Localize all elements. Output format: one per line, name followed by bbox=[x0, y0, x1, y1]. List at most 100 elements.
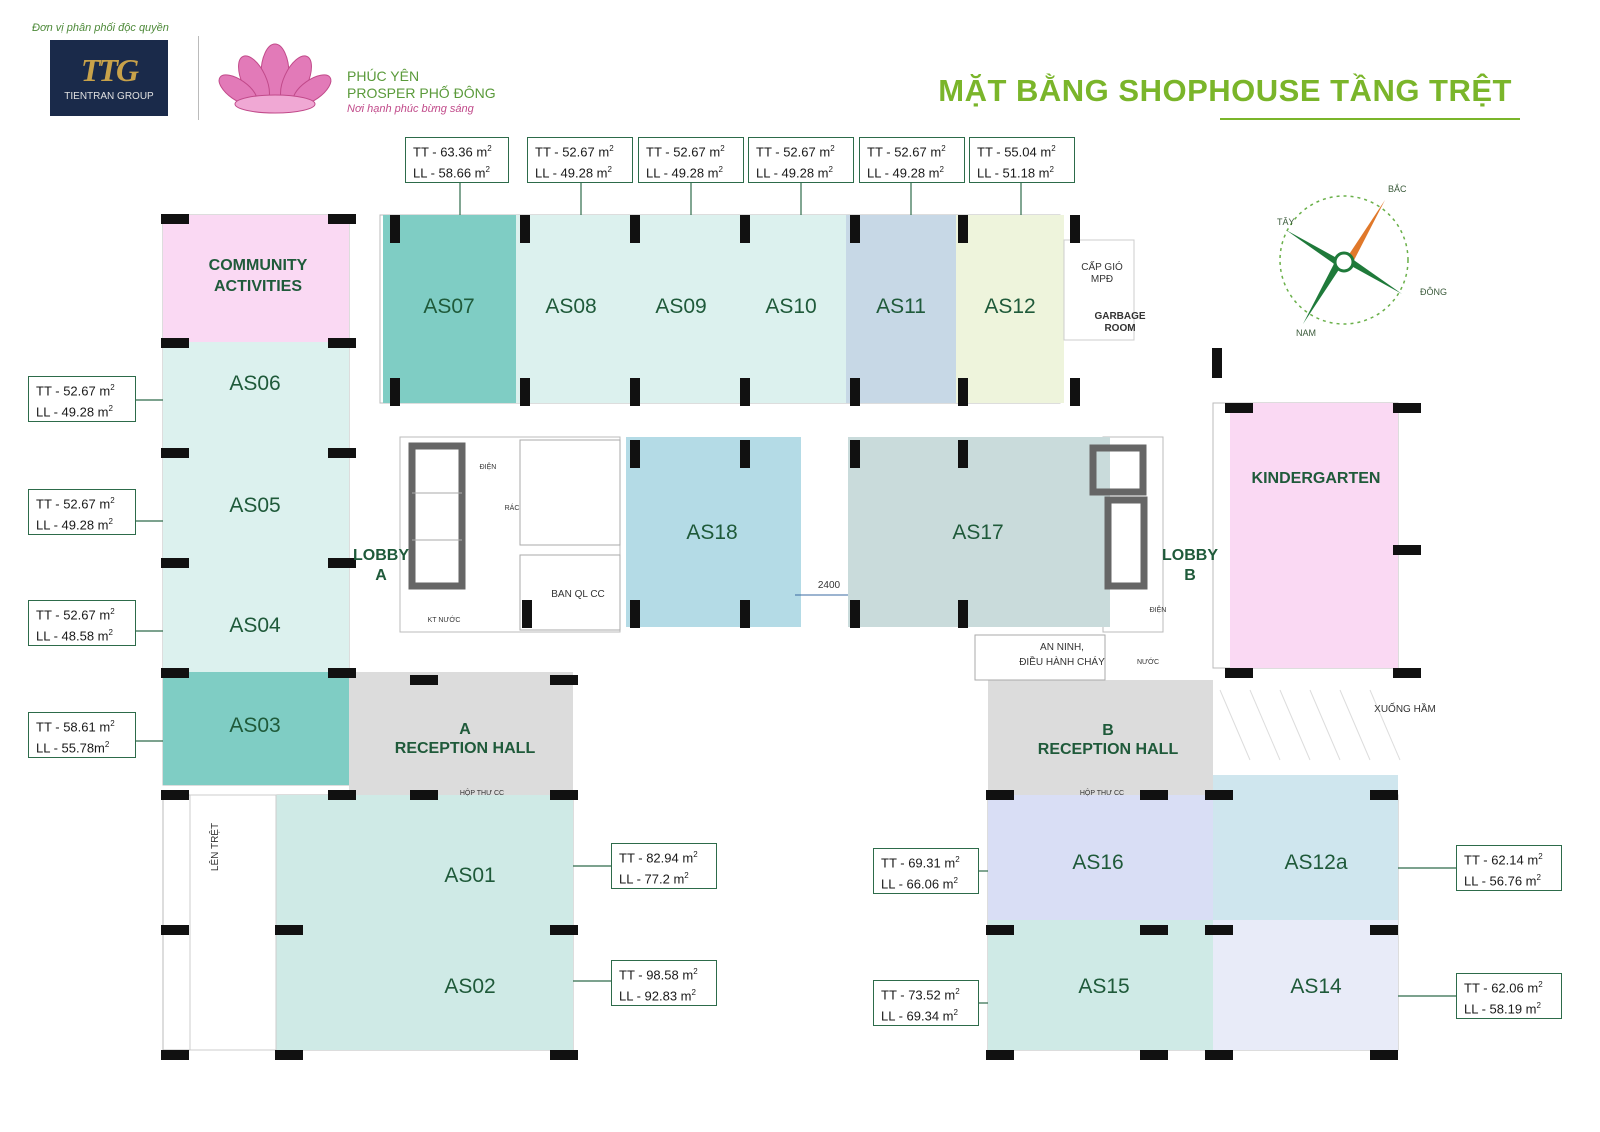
unit-label-as12a: AS12a bbox=[1284, 851, 1347, 874]
lobby-b-label-1: LOBBY bbox=[1162, 547, 1218, 564]
an-ninh-label-1: AN NINH, bbox=[1040, 642, 1084, 653]
area-box-as15: TT - 73.52 m2 LL - 69.34 m2 bbox=[873, 980, 979, 1026]
unit-label-as14: AS14 bbox=[1290, 975, 1342, 998]
area-box-as16: TT - 69.31 m2 LL - 66.06 m2 bbox=[873, 848, 979, 894]
len-tret-label: LÊN TRỆT bbox=[208, 823, 221, 871]
area-tt-as10: TT - 52.67 m bbox=[756, 144, 831, 160]
ban-ql-label: BAN QL CC bbox=[551, 589, 605, 600]
unit-label-as07: AS07 bbox=[423, 295, 474, 318]
area-box-as01: TT - 82.94 m2 LL - 77.2 m2 bbox=[611, 843, 717, 889]
structural-columns bbox=[161, 214, 1421, 1060]
dimension-2400: 2400 bbox=[818, 580, 841, 591]
community-label-2: ACTIVITIES bbox=[214, 278, 302, 295]
garbage-label-2: ROOM bbox=[1104, 323, 1135, 334]
unit-as04 bbox=[163, 562, 349, 672]
unit-label-as12: AS12 bbox=[984, 295, 1035, 318]
garbage-label-1: GARBAGE bbox=[1094, 311, 1145, 322]
cap-gio-label-2: MPĐ bbox=[1091, 274, 1113, 285]
logo-divider bbox=[198, 36, 199, 120]
unit-as05 bbox=[163, 452, 349, 562]
hop-thu-a-label: HỘP THƯ CC bbox=[460, 788, 504, 797]
area-tt-as09: TT - 52.67 m bbox=[646, 144, 721, 160]
community-label-1: COMMUNITY bbox=[209, 257, 308, 274]
area-ll-as08: LL - 49.28 m bbox=[535, 165, 608, 181]
compass-east: ĐÔNG bbox=[1420, 287, 1447, 297]
hall-b-letter: B bbox=[1102, 722, 1114, 739]
unit-label-as02: AS02 bbox=[444, 975, 495, 998]
lobby-a-label-1: LOBBY bbox=[353, 547, 409, 564]
area-tt-as06: TT - 52.67 m bbox=[36, 383, 111, 399]
area-ll-as15: LL - 69.34 m bbox=[881, 1008, 954, 1024]
area-ll-as02: LL - 92.83 m bbox=[619, 988, 692, 1004]
area-tt-as04: TT - 52.67 m bbox=[36, 607, 111, 623]
nuoc-label: NƯỚC bbox=[1137, 657, 1159, 666]
kt-nuoc-label: KT NƯỚC bbox=[428, 615, 461, 624]
area-tt-as07: TT - 63.36 m bbox=[413, 144, 488, 160]
area-box-as14: TT - 62.06 m2 LL - 58.19 m2 bbox=[1456, 973, 1562, 1019]
area-ll-as14: LL - 58.19 m bbox=[1464, 1001, 1537, 1017]
brand-name-line2: PROSPER PHỐ ĐÔNG bbox=[347, 85, 496, 101]
unit-as10 bbox=[736, 215, 846, 403]
lotus-logo-icon bbox=[218, 43, 332, 114]
area-ll-as12a: LL - 56.76 m bbox=[1464, 873, 1537, 889]
distributor-label: Đơn vị phân phối độc quyền bbox=[32, 22, 169, 34]
area-ll-as16: LL - 66.06 m bbox=[881, 876, 954, 892]
ramp-len-tret bbox=[189, 794, 277, 1051]
compass-west: TÂY bbox=[1277, 217, 1295, 227]
unit-label-as05: AS05 bbox=[229, 494, 280, 517]
unit-as08 bbox=[516, 215, 626, 403]
unit-as15 bbox=[988, 920, 1213, 1050]
area-box-as07: TT - 63.36 m2 LL - 58.66 m2 bbox=[405, 137, 509, 183]
unit-label-as15: AS15 bbox=[1078, 975, 1129, 998]
unit-as12a bbox=[1213, 775, 1398, 920]
unit-as06 bbox=[163, 342, 349, 452]
area-box-as11: TT - 52.67 m2 LL - 49.28 m2 bbox=[859, 137, 965, 183]
hop-thu-b-label: HỘP THƯ CC bbox=[1080, 788, 1124, 797]
area-tt-as05: TT - 52.67 m bbox=[36, 496, 111, 512]
dien-b-label: ĐIỆN bbox=[1150, 605, 1167, 614]
xuong-ham-label: XUỐNG HẦM bbox=[1374, 701, 1436, 715]
lobby-b-label-2: B bbox=[1184, 567, 1196, 584]
area-ll-as04: LL - 48.58 m bbox=[36, 628, 109, 644]
area-box-as10: TT - 52.67 m2 LL - 49.28 m2 bbox=[748, 137, 854, 183]
area-tt-as12: TT - 55.04 m bbox=[977, 144, 1052, 160]
unit-label-as17: AS17 bbox=[952, 521, 1003, 544]
hall-a-letter: A bbox=[459, 721, 471, 738]
area-box-as05: TT - 52.67 m2 LL - 49.28 m2 bbox=[28, 489, 136, 535]
area-tt-as14: TT - 62.06 m bbox=[1464, 980, 1539, 996]
unit-label-as16: AS16 bbox=[1072, 851, 1123, 874]
unit-as18 bbox=[626, 437, 801, 627]
area-ll-as05: LL - 49.28 m bbox=[36, 517, 109, 533]
area-box-as12a: TT - 62.14 m2 LL - 56.76 m2 bbox=[1456, 845, 1562, 891]
area-tt-as03: TT - 58.61 m bbox=[36, 719, 111, 735]
unit-as01 bbox=[276, 795, 573, 920]
area-box-as08: TT - 52.67 m2 LL - 49.28 m2 bbox=[527, 137, 633, 183]
area-tt-as08: TT - 52.67 m bbox=[535, 144, 610, 160]
brand-slogan: Nơi hạnh phúc bừng sáng bbox=[347, 103, 474, 115]
kindergarten bbox=[1230, 403, 1398, 668]
area-box-as02: TT - 98.58 m2 LL - 92.83 m2 bbox=[611, 960, 717, 1006]
rac-label: RÁC bbox=[505, 503, 520, 512]
hall-a-name: RECEPTION HALL bbox=[395, 740, 536, 757]
unit-label-as09: AS09 bbox=[655, 295, 706, 318]
ttg-logo: TTG TIENTRAN GROUP bbox=[50, 40, 168, 116]
area-ll-as12: LL - 51.18 m bbox=[977, 165, 1050, 181]
kindergarten-label: KINDERGARTEN bbox=[1252, 470, 1381, 487]
community-activities bbox=[163, 215, 349, 342]
area-ll-as11: LL - 49.28 m bbox=[867, 165, 940, 181]
area-tt-as11: TT - 52.67 m bbox=[867, 144, 942, 160]
area-tt-as15: TT - 73.52 m bbox=[881, 987, 956, 1003]
unit-label-as06: AS06 bbox=[229, 372, 280, 395]
an-ninh-label-2: ĐIỀU HÀNH CHÁY bbox=[1019, 655, 1105, 668]
unit-as03 bbox=[163, 672, 349, 785]
area-ll-as09: LL - 49.28 m bbox=[646, 165, 719, 181]
compass-rose-icon bbox=[1279, 195, 1409, 325]
unit-as16 bbox=[988, 795, 1213, 920]
area-tt-as02: TT - 98.58 m bbox=[619, 967, 694, 983]
area-ll-as06: LL - 49.28 m bbox=[36, 404, 109, 420]
unit-as09 bbox=[626, 215, 736, 403]
area-ll-as10: LL - 49.28 m bbox=[756, 165, 829, 181]
area-box-as04: TT - 52.67 m2 LL - 48.58 m2 bbox=[28, 600, 136, 646]
unit-label-as01: AS01 bbox=[444, 864, 495, 887]
